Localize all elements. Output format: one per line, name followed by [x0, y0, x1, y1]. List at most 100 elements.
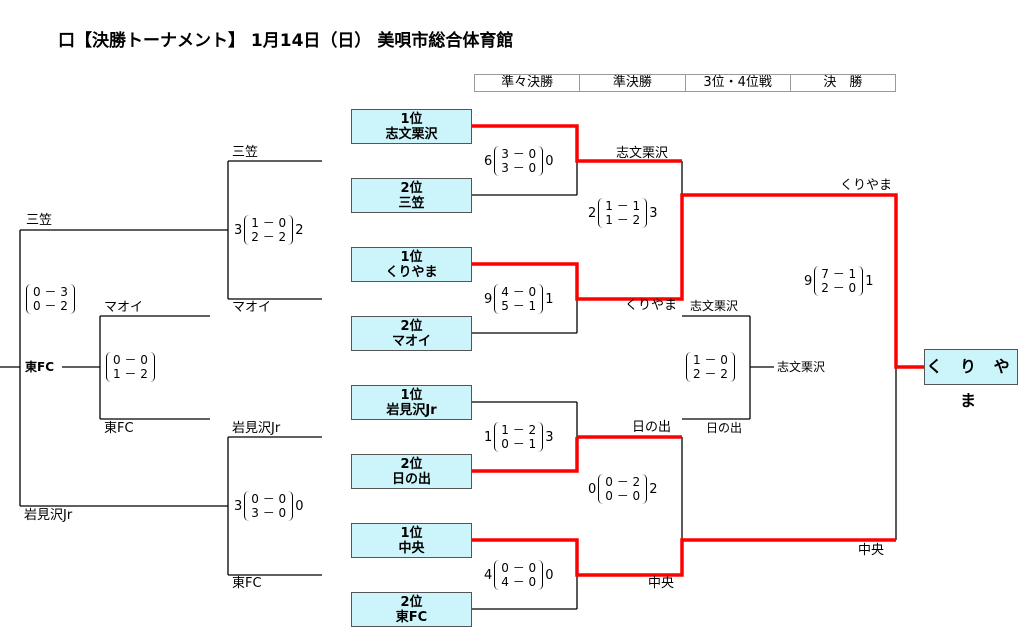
- score-left: 3: [234, 498, 243, 514]
- left-lower-bottom: 東FC: [232, 576, 262, 591]
- left-lower-top: 岩見沢Jr: [232, 421, 281, 436]
- qf3-winner: 日の出: [632, 420, 672, 435]
- score-right: 2: [649, 481, 658, 497]
- score-left: 9: [484, 291, 493, 307]
- score-half-1: 1 － 1: [605, 199, 641, 213]
- round-quarterfinal: 準々決勝: [475, 75, 581, 91]
- qf1-winner: 志文栗沢: [616, 146, 669, 161]
- score-right: 3: [545, 429, 554, 445]
- seed-team: 中央: [398, 541, 425, 556]
- score-left: 4: [484, 567, 493, 583]
- score-right: 0: [295, 498, 304, 514]
- seed-rank: 1位: [400, 250, 423, 265]
- third-place-winner: 志文栗沢: [777, 360, 826, 374]
- third-bottom-team: 日の出: [706, 421, 743, 435]
- score-half-2: 2 － 0: [821, 281, 857, 295]
- seed-team: 岩見沢Jr: [386, 403, 437, 418]
- score-right: 0: [545, 567, 554, 583]
- seed-box: 2位 三笠: [351, 178, 472, 213]
- seed-rank: 1位: [400, 526, 423, 541]
- seed-rank: 2位: [400, 181, 423, 196]
- score-half-1: 0 － 0: [113, 353, 148, 367]
- seed-box: 2位 マオイ: [351, 316, 472, 351]
- left-sub-top: マオイ: [104, 300, 144, 315]
- score-half-1: 1 － 0: [251, 216, 287, 230]
- score-half-2: 0 － 0: [605, 489, 641, 503]
- score-left: 1: [484, 429, 493, 445]
- left-center-team: 東FC: [25, 360, 55, 374]
- seed-box: 1位 中央: [351, 523, 472, 558]
- sf2-winner: 中央: [858, 543, 885, 558]
- seed-box: 1位 くりやま: [351, 247, 472, 282]
- score-half-1: 3 － 0: [501, 147, 537, 161]
- seed-box: 2位 日の出: [351, 454, 472, 489]
- score-right: 0: [545, 153, 554, 169]
- score-half-2: 5 － 1: [501, 299, 537, 313]
- seed-team: マオイ: [391, 334, 431, 349]
- score-half-1: 4 － 0: [501, 285, 537, 299]
- score-half-1: 0 － 0: [501, 561, 537, 575]
- left-outer-top: 三笠: [26, 213, 53, 228]
- champion-box: く り や ま: [924, 349, 1018, 410]
- seed-rank: 1位: [400, 388, 423, 403]
- score-half-2: 1 － 2: [113, 367, 148, 381]
- seed-team: 志文栗沢: [385, 127, 438, 142]
- qf2-winner: くりやま: [625, 298, 678, 313]
- sf1-winner: くりやま: [840, 178, 893, 193]
- left-sub-bottom: 東FC: [104, 421, 134, 436]
- seed-team: 東FC: [395, 610, 428, 625]
- page-title: 口【決勝トーナメント】 1月14日（日） 美唄市総合体育館: [58, 31, 514, 51]
- seed-box: 1位 岩見沢Jr: [351, 385, 472, 420]
- seed-rank: 2位: [400, 319, 423, 334]
- seed-team: 三笠: [398, 196, 425, 211]
- seed-team: くりやま: [385, 265, 438, 280]
- score-left: 9: [804, 273, 813, 289]
- score-right: 2: [295, 222, 304, 238]
- score-half-2: 2 － 2: [693, 367, 728, 381]
- score-half-1: 1 － 2: [501, 423, 537, 437]
- round-third-place: 3位・4位戦: [686, 75, 791, 91]
- seed-rank: 2位: [400, 595, 423, 610]
- score-left: 3: [234, 222, 243, 238]
- score-half-1: 0 － 2: [605, 475, 641, 489]
- round-header: 準々決勝 準決勝 3位・4位戦 決 勝: [474, 74, 896, 92]
- score-half-2: 4 － 0: [501, 575, 537, 589]
- score-right: 1: [545, 291, 554, 307]
- score-left: 6: [484, 153, 493, 169]
- score-left: 2: [588, 205, 597, 221]
- score-half-1: 0 － 3: [33, 285, 68, 299]
- score-left: 0: [588, 481, 597, 497]
- score-half-1: 0 － 0: [251, 492, 287, 506]
- seed-team: 日の出: [391, 472, 431, 487]
- score-right: 1: [865, 273, 874, 289]
- third-top-team: 志文栗沢: [690, 299, 739, 313]
- score-half-2: 2 － 2: [251, 230, 287, 244]
- score-half-2: 0 － 1: [501, 437, 537, 451]
- score-half-2: 0 － 2: [33, 299, 68, 313]
- seed-rank: 2位: [400, 457, 423, 472]
- left-outer-bottom: 岩見沢Jr: [24, 508, 73, 523]
- qf4-winner: 中央: [648, 576, 675, 591]
- score-half-2: 1 － 2: [605, 213, 641, 227]
- score-half-2: 3 － 0: [251, 506, 287, 520]
- seed-rank: 1位: [400, 112, 423, 127]
- round-final: 決 勝: [823, 75, 863, 90]
- round-semifinal: 準決勝: [580, 75, 686, 91]
- score-half-1: 1 － 0: [693, 353, 728, 367]
- seed-box: 2位 東FC: [351, 592, 472, 627]
- score-half-2: 3 － 0: [501, 161, 537, 175]
- score-right: 3: [649, 205, 658, 221]
